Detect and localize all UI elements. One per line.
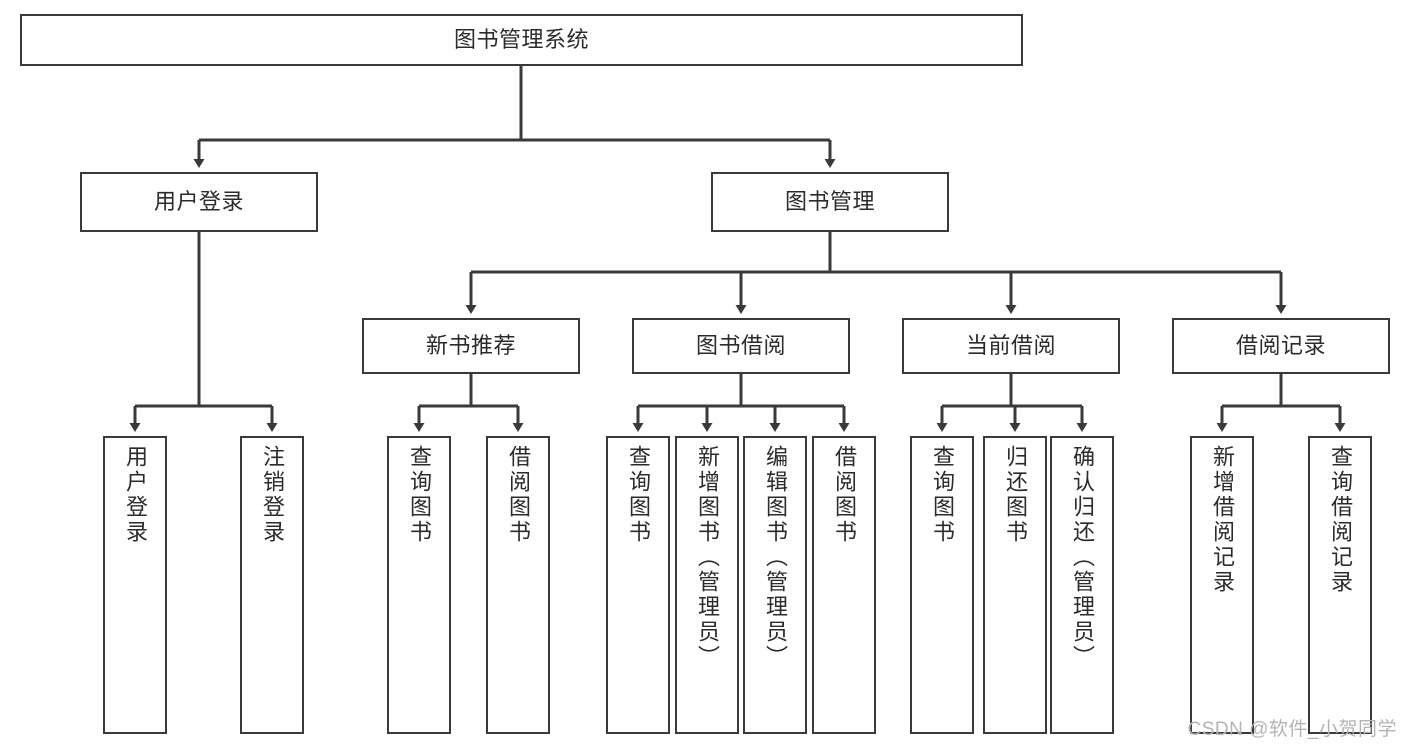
node-leaf-logout-label: 注销登录	[260, 445, 285, 545]
node-new-book-recommend-label: 新书推荐	[425, 333, 516, 359]
node-leaf-borrow-book-1-label: 借阅图书	[506, 445, 531, 545]
node-leaf-confirm-return[interactable]: 确认归还（管理员）	[1050, 436, 1114, 734]
node-leaf-add-record[interactable]: 新增借阅记录	[1190, 436, 1254, 734]
node-leaf-return-book[interactable]: 归还图书	[983, 436, 1047, 734]
node-leaf-query-record-label: 查询借阅记录	[1328, 445, 1353, 595]
connector-group-root	[193, 66, 836, 168]
node-leaf-query-record[interactable]: 查询借阅记录	[1308, 436, 1372, 734]
connector-group-book-borrow	[632, 374, 850, 432]
connector-group-current-borrow	[936, 374, 1088, 432]
node-leaf-edit-book[interactable]: 编辑图书（管理员）	[743, 436, 807, 734]
node-user-login-label: 用户登录	[153, 189, 244, 215]
node-leaf-user-login[interactable]: 用户登录	[103, 436, 167, 734]
node-current-borrow[interactable]: 当前借阅	[902, 318, 1120, 374]
node-leaf-query-book-1[interactable]: 查询图书	[387, 436, 451, 734]
node-root[interactable]: 图书管理系统	[20, 14, 1023, 66]
connector-group-book-manage	[465, 232, 1287, 314]
node-current-borrow-label: 当前借阅	[965, 333, 1056, 359]
node-new-book-recommend[interactable]: 新书推荐	[362, 318, 580, 374]
node-user-login[interactable]: 用户登录	[80, 172, 318, 232]
node-leaf-borrow-book-2[interactable]: 借阅图书	[812, 436, 876, 734]
node-leaf-query-book-3-label: 查询图书	[930, 445, 955, 545]
node-leaf-query-book-3[interactable]: 查询图书	[910, 436, 974, 734]
node-leaf-add-book[interactable]: 新增图书（管理员）	[675, 436, 739, 734]
node-leaf-logout[interactable]: 注销登录	[240, 436, 304, 734]
node-leaf-edit-book-label: 编辑图书（管理员）	[763, 445, 788, 670]
node-leaf-query-book-2[interactable]: 查询图书	[606, 436, 670, 734]
node-leaf-confirm-return-label: 确认归还（管理员）	[1070, 445, 1095, 670]
node-book-borrow-label: 图书借阅	[695, 333, 786, 359]
node-leaf-user-login-label: 用户登录	[123, 445, 148, 545]
node-leaf-borrow-book-1[interactable]: 借阅图书	[486, 436, 550, 734]
node-leaf-query-book-2-label: 查询图书	[626, 445, 651, 545]
node-leaf-add-book-label: 新增图书（管理员）	[695, 445, 720, 670]
connector-group-borrow-record	[1216, 374, 1346, 432]
node-borrow-record-label: 借阅记录	[1235, 333, 1326, 359]
watermark: CSDN @软件_小贺同学	[1187, 719, 1397, 740]
node-root-label: 图书管理系统	[453, 27, 589, 53]
node-leaf-return-book-label: 归还图书	[1003, 445, 1028, 545]
node-borrow-record[interactable]: 借阅记录	[1172, 318, 1390, 374]
node-book-manage-label: 图书管理	[784, 189, 875, 215]
node-book-borrow[interactable]: 图书借阅	[632, 318, 850, 374]
node-leaf-borrow-book-2-label: 借阅图书	[832, 445, 857, 545]
node-leaf-add-record-label: 新增借阅记录	[1210, 445, 1235, 595]
connector-group-user-login	[129, 232, 278, 432]
connector-group-new-book-recommend	[413, 374, 524, 432]
node-leaf-query-book-1-label: 查询图书	[407, 445, 432, 545]
node-book-manage[interactable]: 图书管理	[711, 172, 949, 232]
